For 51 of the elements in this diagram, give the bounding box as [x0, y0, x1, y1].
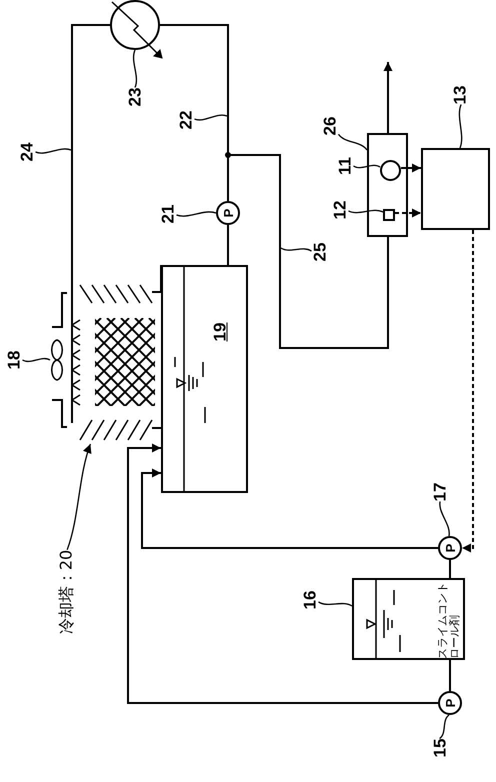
pump-symbol: P: [216, 201, 240, 225]
pipe: [449, 660, 451, 691]
leader-line: [348, 210, 384, 214]
leader-line: [66, 444, 92, 550]
tower-label: 冷却塔：20: [58, 550, 74, 634]
reference-numeral: 26: [322, 116, 338, 136]
reference-numeral: 13: [452, 86, 468, 104]
reference-numeral: 22: [178, 110, 194, 130]
leader-line: [439, 714, 450, 740]
leader-line: [338, 134, 368, 150]
reference-numeral: 17: [432, 482, 448, 502]
leader-line: [318, 601, 352, 607]
reference-numeral: 18: [6, 350, 22, 370]
square-sensor: [383, 209, 395, 221]
leader-line: [35, 148, 72, 154]
pipe: [141, 468, 438, 549]
heat-exchanger-symbol: [110, 0, 160, 50]
reference-numeral: 25: [312, 242, 328, 262]
reference-numeral: 19: [212, 322, 228, 342]
leader-line: [194, 114, 228, 121]
leader-line: [176, 211, 216, 217]
sensor-unit-box: [367, 133, 408, 237]
pipe: [71, 24, 110, 262]
reference-numeral: 11: [336, 157, 354, 175]
tank-label: スライムコントロール剤: [437, 581, 461, 659]
water-basin: [161, 265, 248, 493]
leader-line: [439, 501, 450, 536]
reference-numeral: 12: [332, 200, 348, 220]
pump-symbol: P: [438, 536, 462, 560]
fan-drawing: [50, 290, 70, 430]
leader-line: [280, 247, 312, 252]
leader-line: [458, 104, 462, 148]
reference-numeral: 24: [18, 142, 36, 162]
chemical-tank: [352, 578, 465, 660]
reference-numeral: 21: [160, 204, 176, 224]
pipe: [227, 225, 229, 265]
leader-line: [22, 358, 50, 362]
leader-line: [132, 50, 138, 88]
controller-box: [421, 148, 490, 230]
reference-numeral: 23: [126, 88, 144, 106]
signal-line: [401, 164, 421, 172]
pipe: [127, 444, 438, 704]
pipe: [449, 560, 451, 578]
outlet-arrow: [384, 62, 392, 133]
signal-line: [395, 208, 421, 218]
circle-sensor: [380, 160, 401, 181]
pump-symbol: P: [438, 691, 462, 715]
signal-line: [462, 230, 474, 552]
reference-numeral: 15: [432, 738, 448, 758]
leader-line: [353, 164, 380, 168]
reference-numeral: 16: [302, 590, 318, 610]
